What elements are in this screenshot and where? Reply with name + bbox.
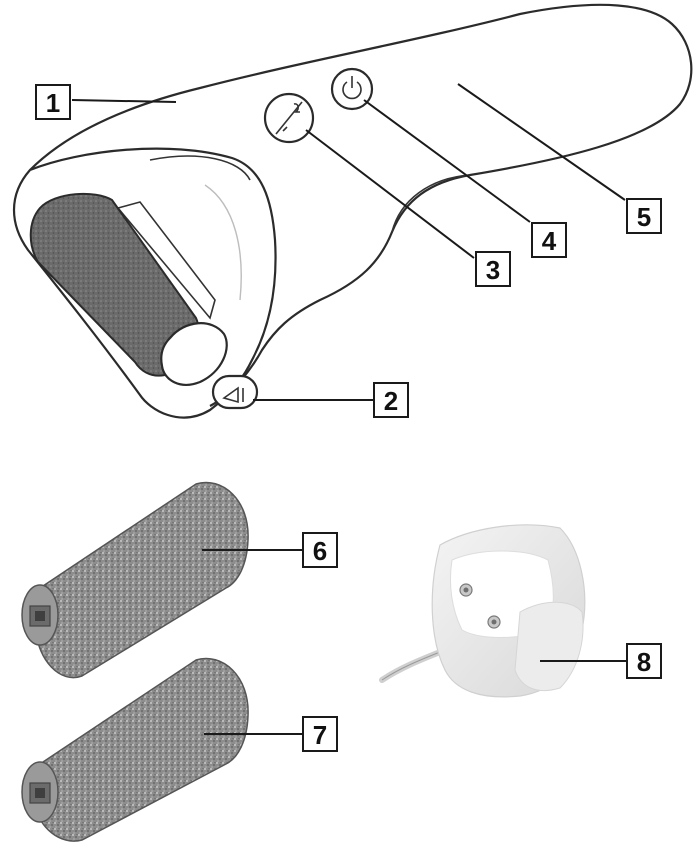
- callout-8-label: 8: [637, 647, 651, 677]
- callout-6-label: 6: [313, 536, 327, 566]
- callout-4: 4: [531, 222, 567, 258]
- handle-contour: [391, 174, 471, 233]
- callout-4-label: 4: [542, 226, 557, 256]
- charging-cable: [379, 649, 443, 683]
- foot-file-device: [12, 3, 693, 419]
- callout-5-label: 5: [637, 202, 651, 232]
- leader-5: [457, 83, 626, 201]
- leader-4: [363, 99, 531, 223]
- speed-selector-icon: [275, 101, 303, 135]
- roller-end-cap: [160, 322, 228, 386]
- callout-7-label: 7: [313, 720, 327, 750]
- roller-head-shoulder: [149, 155, 251, 181]
- handle-highlight: [204, 184, 242, 301]
- callout-3-label: 3: [486, 255, 500, 285]
- replacement-roller-6: [21, 481, 249, 679]
- power-button: [330, 67, 374, 111]
- charging-contacts: [459, 583, 501, 629]
- callout-8: 8: [626, 643, 662, 679]
- callout-2: 2: [373, 382, 409, 418]
- roller-cover-plate: [116, 201, 216, 320]
- power-icon: [342, 76, 362, 100]
- callout-7: 7: [302, 716, 338, 752]
- callout-3: 3: [475, 251, 511, 287]
- leader-3: [305, 129, 475, 259]
- leader-1: [71, 99, 177, 103]
- callout-6: 6: [302, 532, 338, 568]
- charging-cradle: [379, 524, 586, 698]
- roller-release-button: [211, 374, 259, 410]
- callout-2-label: 2: [384, 386, 398, 416]
- speed-selector-button: [263, 92, 315, 144]
- callout-5: 5: [626, 198, 662, 234]
- replacement-roller-7: [21, 657, 249, 842]
- callout-1-label: 1: [46, 88, 60, 118]
- callout-1: 1: [35, 84, 71, 120]
- roller-release-icon: [222, 386, 239, 404]
